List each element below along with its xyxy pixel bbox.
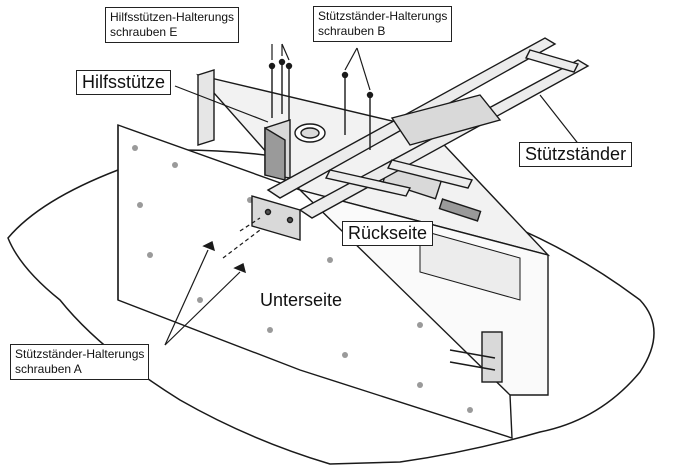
aux-support-screws-e-line2: schrauben E (110, 25, 178, 39)
stand-screws-a-label: Stützständer-Halterungs schrauben A (10, 344, 150, 380)
stand-screws-a-line2: schrauben A (15, 362, 82, 376)
aux-support-screws-e-label: Hilfsstützen-Halterungs schrauben E (105, 7, 240, 43)
auxiliary-support (264, 119, 291, 181)
screws (202, 58, 374, 274)
aux-support-screws-e-line1: Hilfsstützen-Halterungs (110, 10, 235, 24)
stand-screws-b-line2: schrauben B (318, 24, 386, 38)
stand-screws-b-label: Stützständer-Halterungs schrauben B (313, 6, 453, 42)
stand-screws-b-line1: Stützständer-Halterungs (318, 9, 448, 23)
leader-lines (164, 43, 581, 346)
support-stand-frame (251, 37, 590, 241)
support-stand-label: Stützständer (519, 142, 633, 167)
aux-support-label: Hilfsstütze (76, 70, 172, 95)
underside-label: Unterseite (260, 290, 343, 310)
stand-screws-a-line1: Stützständer-Halterungs (15, 347, 145, 361)
mounting-plate (251, 195, 301, 241)
back-side-label: Rückseite (342, 221, 434, 246)
